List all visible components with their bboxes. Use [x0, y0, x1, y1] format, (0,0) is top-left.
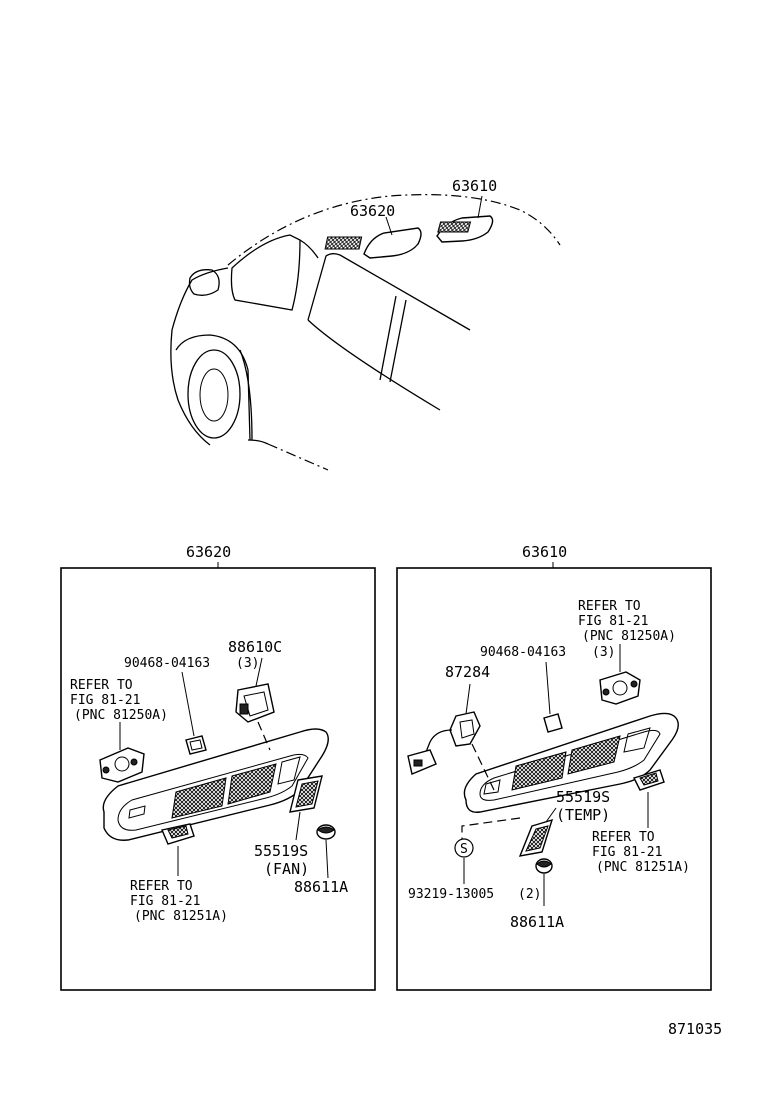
left-label-55519s: 55519S: [254, 842, 308, 860]
left-panel-frame: [60, 567, 376, 991]
left-part-55519s: [289, 775, 323, 813]
left-refer-top-line2: FIG 81-21: [70, 693, 140, 708]
left-refer-bottom-line2: FIG 81-21: [130, 894, 200, 909]
right-part-connector: [633, 769, 665, 791]
overview-vent-63610: [436, 215, 494, 243]
left-label-90468-qty: (3): [236, 656, 259, 671]
right-label-87284: 87284: [445, 663, 490, 681]
left-panel: 63620 88610C 90468-04163 (3): [60, 543, 376, 991]
left-label-88611a: 88611A: [294, 878, 348, 896]
right-label-88611a: 88611A: [510, 913, 564, 931]
right-label-93219: 93219-13005: [408, 887, 494, 902]
vehicle-overview: [170, 194, 561, 471]
right-refer-top-line2: FIG 81-21: [578, 614, 648, 629]
right-part-actuator: [599, 671, 641, 705]
left-refer-top-line1: REFER TO: [70, 678, 133, 693]
left-vent-housing: [102, 728, 329, 841]
right-refer-right-line2: FIG 81-21: [592, 845, 662, 860]
right-panel-title: 63610: [522, 543, 567, 561]
right-refer-top-line3: (PNC 81250A): [582, 629, 676, 644]
overview-vent-63620: [324, 227, 422, 259]
left-label-90468: 90468-04163: [124, 656, 210, 671]
left-label-55519s-note: (FAN): [264, 860, 309, 878]
right-part-90468-clip: [543, 713, 563, 733]
left-refer-bottom-line3: (PNC 81251A): [134, 909, 228, 924]
left-part-88610c: [235, 683, 275, 723]
left-part-88611a: [316, 824, 336, 840]
right-label-55519s: 55519S: [556, 788, 610, 806]
overview-label-63610: 63610: [452, 177, 497, 195]
left-part-90468-clip: [185, 735, 207, 755]
right-label-55519s-note: (TEMP): [556, 806, 610, 824]
left-refer-top-line3: (PNC 81250A): [74, 708, 168, 723]
overview-label-63620: 63620: [350, 202, 395, 220]
right-panel-frame: [396, 567, 712, 991]
right-part-55519s: [518, 818, 554, 857]
right-symbol-s: S: [454, 838, 474, 858]
diagram-number: 871035: [668, 1020, 722, 1038]
left-label-88610c: 88610C: [228, 638, 282, 656]
right-refer-right-line1: REFER TO: [592, 830, 655, 845]
right-vent-housing: [463, 712, 679, 813]
right-label-90468-qty: (3): [592, 645, 615, 660]
right-panel: 63610 REFER TO FIG 81-21 (PNC 81250A) 90…: [396, 543, 712, 991]
right-refer-right-line3: (PNC 81251A): [596, 860, 690, 875]
left-panel-title: 63620: [186, 543, 231, 561]
right-part-88611a: [535, 858, 553, 874]
left-refer-bottom-line1: REFER TO: [130, 879, 193, 894]
right-label-90468: 90468-04163: [480, 645, 566, 660]
right-part-87284: [407, 711, 481, 775]
right-label-93219-qty: (2): [518, 887, 541, 902]
svg-text:S: S: [460, 842, 468, 857]
right-refer-top-line1: REFER TO: [578, 599, 641, 614]
left-part-actuator: [99, 747, 145, 783]
left-part-connector: [161, 823, 195, 845]
